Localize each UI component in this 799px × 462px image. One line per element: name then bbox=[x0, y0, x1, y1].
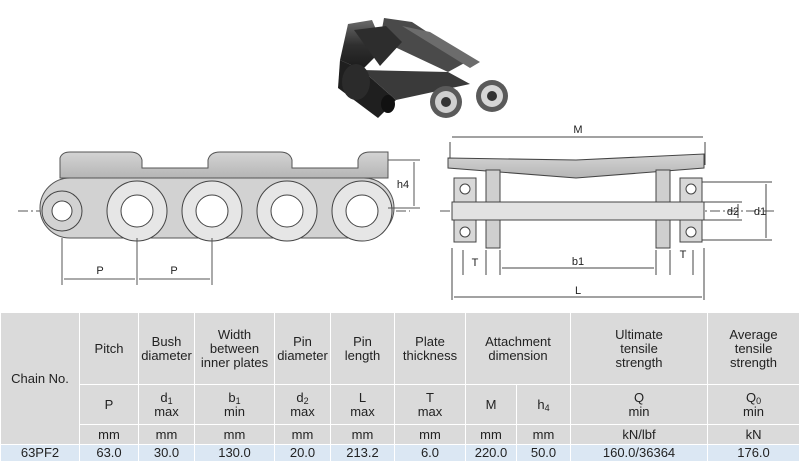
chain-no-header: Chain No. bbox=[1, 313, 80, 445]
value-bush: 30.0 bbox=[139, 445, 195, 462]
symbol-h4: h4 bbox=[517, 385, 571, 425]
unit-pin-diameter: mm bbox=[275, 425, 331, 445]
unit-q: kN/lbf bbox=[571, 425, 708, 445]
value-pin-length: 213.2 bbox=[331, 445, 395, 462]
dim-b1: b1 bbox=[572, 256, 584, 268]
unit-plate: mm bbox=[395, 425, 466, 445]
unit-q0: kN bbox=[708, 425, 799, 445]
symbol-p: P bbox=[80, 385, 139, 425]
value-m: 220.0 bbox=[466, 445, 517, 462]
unit-pin-length: mm bbox=[331, 425, 395, 445]
cross-section-drawing bbox=[440, 137, 775, 300]
technical-drawing: P P h4 M d2 d1 T b1 T bbox=[0, 0, 799, 312]
dim-m: M bbox=[573, 124, 582, 136]
dim-t-right: T bbox=[680, 249, 687, 261]
dim-d1: d1 bbox=[754, 206, 766, 218]
unit-bush: mm bbox=[139, 425, 195, 445]
dim-l: L bbox=[575, 285, 581, 297]
dim-h4: h4 bbox=[397, 179, 409, 191]
value-pin-diameter: 20.0 bbox=[275, 445, 331, 462]
unit-row: mm mm mm mm mm mm mm mm kN/lbf kN bbox=[1, 425, 799, 445]
unit-h4: mm bbox=[517, 425, 571, 445]
unit-pitch: mm bbox=[80, 425, 139, 445]
unit-m: mm bbox=[466, 425, 517, 445]
dim-p-left: P bbox=[96, 265, 103, 277]
table-row: 63PF2 63.0 30.0 130.0 20.0 213.2 6.0 220… bbox=[1, 445, 799, 462]
dim-p-right: P bbox=[170, 265, 177, 277]
value-plate: 6.0 bbox=[395, 445, 466, 462]
value-q0: 176.0 bbox=[708, 445, 799, 462]
dim-d2: d2 bbox=[727, 206, 739, 218]
symbol-m: M bbox=[466, 385, 517, 425]
product-photo bbox=[338, 18, 508, 118]
value-pitch: 63.0 bbox=[80, 445, 139, 462]
value-h4: 50.0 bbox=[517, 445, 571, 462]
chain-no-cell: 63PF2 bbox=[1, 445, 80, 462]
side-view-drawing bbox=[18, 152, 420, 285]
header-pitch: Pitch bbox=[80, 313, 139, 385]
value-width: 130.0 bbox=[195, 445, 275, 462]
value-q: 160.0/36364 bbox=[571, 445, 708, 462]
unit-width: mm bbox=[195, 425, 275, 445]
dim-t-left: T bbox=[472, 257, 479, 269]
